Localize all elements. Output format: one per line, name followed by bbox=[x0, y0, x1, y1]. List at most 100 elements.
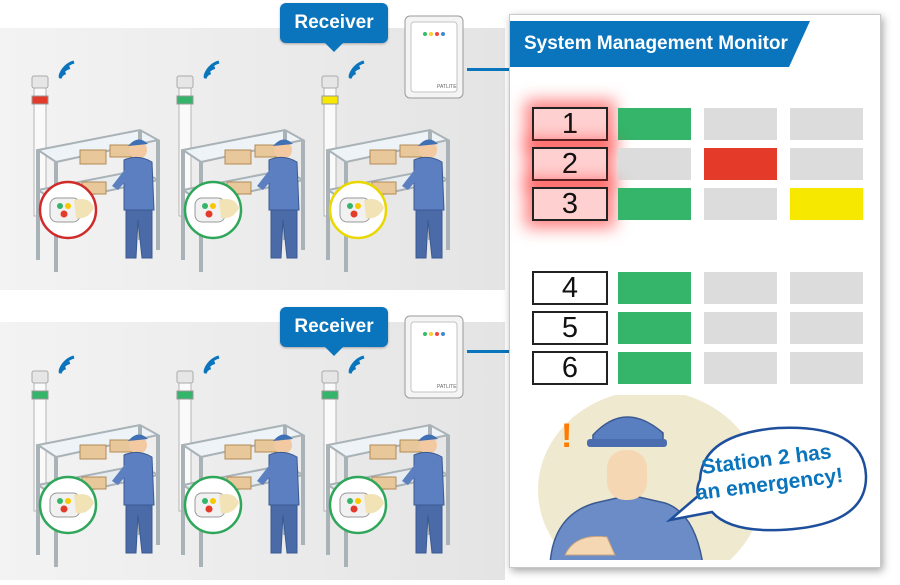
hand-icon bbox=[364, 494, 384, 514]
worker-head bbox=[419, 436, 437, 454]
wifi-signal-icon bbox=[203, 60, 220, 77]
signal-tower-lamp-icon bbox=[321, 390, 339, 400]
signal-tower-lamp-icon bbox=[176, 390, 194, 400]
wifi-signal-icon bbox=[58, 60, 75, 77]
call-button-yellow bbox=[65, 498, 71, 504]
call-button-red bbox=[60, 505, 68, 513]
worker-body bbox=[123, 451, 155, 506]
worker-cap bbox=[273, 434, 293, 441]
worker-arm bbox=[402, 168, 420, 190]
worker-head bbox=[274, 141, 292, 159]
tower-cap bbox=[176, 75, 194, 89]
call-button-yellow bbox=[355, 498, 361, 504]
parts-box bbox=[399, 144, 423, 158]
parts-box bbox=[399, 439, 423, 453]
workstation-1 bbox=[31, 60, 160, 272]
parts-box bbox=[254, 144, 278, 158]
worker-arm bbox=[112, 463, 130, 485]
call-button-red bbox=[205, 505, 213, 513]
status-cell-gray bbox=[618, 148, 691, 180]
worker-legs bbox=[415, 209, 443, 259]
parts-box bbox=[79, 149, 107, 165]
worker-head bbox=[129, 436, 147, 454]
monitor-row-station-2: 2 bbox=[532, 147, 872, 181]
worker-cap bbox=[128, 139, 148, 146]
receiver-device-bottom: PATLITE bbox=[404, 315, 464, 399]
workstation-2 bbox=[176, 60, 305, 272]
worker-body bbox=[413, 156, 445, 211]
status-cell-green bbox=[618, 188, 691, 220]
station-number-label: 4 bbox=[532, 271, 608, 305]
worker-body bbox=[268, 451, 300, 506]
status-cell-gray bbox=[704, 312, 777, 344]
speech-bubble bbox=[665, 426, 868, 532]
worker-legs bbox=[415, 504, 443, 554]
tower-cap bbox=[321, 75, 339, 89]
receiver-brand-bottom: PATLITE bbox=[437, 384, 457, 390]
call-button-red bbox=[350, 505, 358, 513]
call-button-green bbox=[347, 498, 353, 504]
worker-cap bbox=[418, 434, 438, 441]
wifi-signal-icon bbox=[348, 355, 365, 372]
signal-tower-lamp-icon bbox=[31, 390, 49, 400]
wifi-signal-icon bbox=[58, 355, 75, 372]
worker-cap bbox=[273, 139, 293, 146]
call-button-green bbox=[57, 203, 63, 209]
monitor-row-station-1: 1 bbox=[532, 107, 872, 141]
status-cell-gray bbox=[704, 188, 777, 220]
worker-head bbox=[419, 141, 437, 159]
signal-tower-lamp-icon bbox=[321, 95, 339, 105]
hand-icon bbox=[364, 199, 384, 219]
status-cell-green bbox=[618, 312, 691, 344]
status-cell-green bbox=[618, 108, 691, 140]
receiver-label-top: Receiver bbox=[280, 3, 388, 52]
worker-cap bbox=[128, 434, 148, 441]
wifi-signal-icon bbox=[348, 60, 365, 77]
workstation-5 bbox=[176, 355, 305, 567]
parts-box bbox=[369, 444, 397, 460]
tower-cap bbox=[31, 370, 49, 384]
receiver-link-bottom bbox=[467, 350, 511, 353]
wifi-signal-icon bbox=[203, 355, 220, 372]
parts-box bbox=[224, 444, 252, 460]
operator-illustration: ! bbox=[538, 395, 762, 560]
monitor-title: System Management Monitor bbox=[524, 33, 788, 54]
tower-cap bbox=[176, 370, 194, 384]
workstation-6 bbox=[321, 355, 450, 567]
status-cell-gray bbox=[704, 108, 777, 140]
call-button-yellow bbox=[210, 203, 216, 209]
worker-body bbox=[413, 451, 445, 506]
worker-body bbox=[123, 156, 155, 211]
parts-box bbox=[254, 439, 278, 453]
receiver-brand-top: PATLITE bbox=[437, 84, 457, 90]
station-number-label: 6 bbox=[532, 351, 608, 385]
hand-icon bbox=[219, 494, 239, 514]
call-button-red bbox=[60, 210, 68, 218]
call-button-green bbox=[202, 203, 208, 209]
status-cell-gray bbox=[704, 352, 777, 384]
tower-cap bbox=[321, 370, 339, 384]
workstation-3 bbox=[321, 60, 450, 272]
monitor-row-station-3: 3 bbox=[532, 187, 872, 221]
worker-body bbox=[268, 156, 300, 211]
call-button-yellow bbox=[65, 203, 71, 209]
monitor-title-bar: System Management Monitor bbox=[510, 21, 810, 67]
status-cell-gray bbox=[790, 108, 863, 140]
call-button-green bbox=[202, 498, 208, 504]
worker-legs bbox=[270, 209, 298, 259]
worker-legs bbox=[270, 504, 298, 554]
worker-head bbox=[274, 436, 292, 454]
worker-cap bbox=[418, 139, 438, 146]
status-cell-gray bbox=[790, 272, 863, 304]
monitor-row-station-5: 5 bbox=[532, 311, 872, 345]
parts-box bbox=[224, 149, 252, 165]
parts-box bbox=[109, 439, 133, 453]
call-button-red bbox=[205, 210, 213, 218]
status-cell-green bbox=[618, 272, 691, 304]
station-number-label: 5 bbox=[532, 311, 608, 345]
worker-arm bbox=[257, 463, 275, 485]
signal-tower-lamp-icon bbox=[176, 95, 194, 105]
worker-arm bbox=[257, 168, 275, 190]
status-cell-gray bbox=[790, 352, 863, 384]
status-cell-gray bbox=[790, 312, 863, 344]
